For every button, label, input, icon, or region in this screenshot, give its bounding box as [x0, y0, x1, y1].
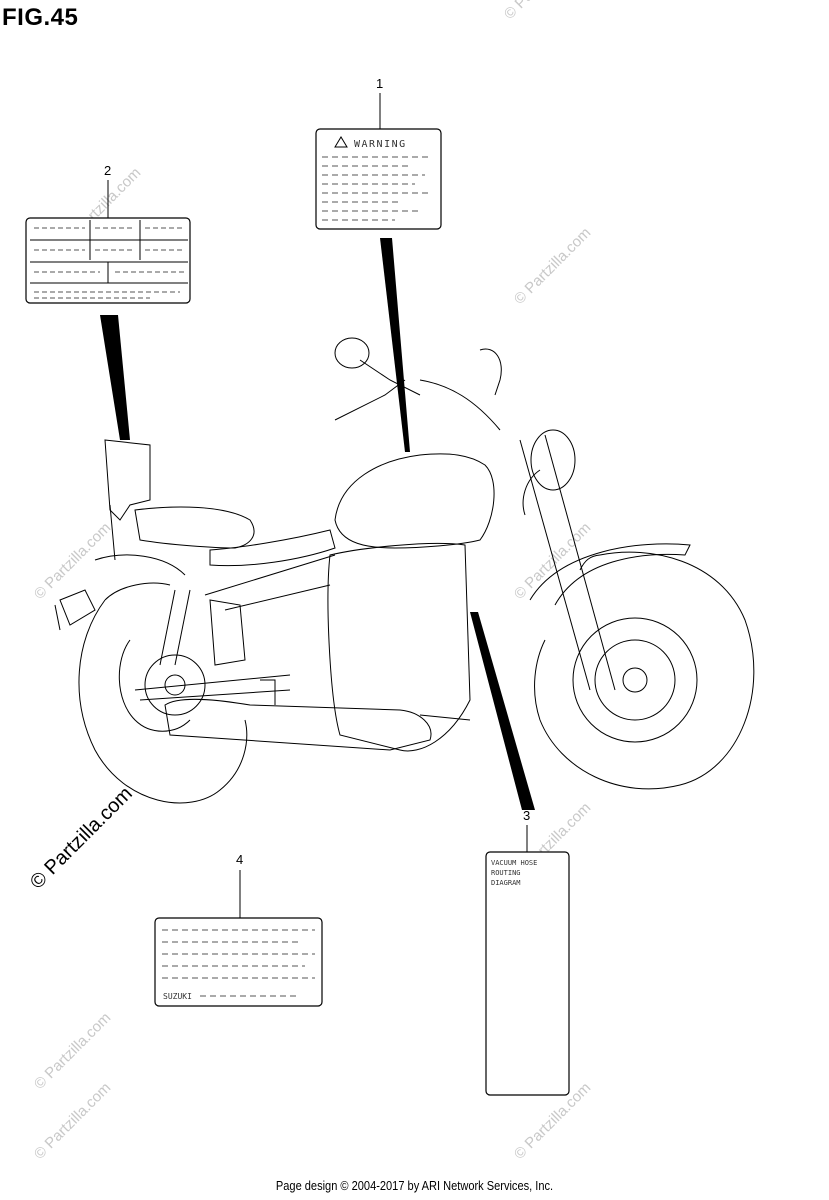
callout-1: 1 — [376, 76, 383, 91]
watermark: © Partzilla.com — [501, 0, 584, 23]
watermark: © Partzilla.com — [511, 224, 594, 307]
label-4-suzuki: SUZUKI 4 — [154, 852, 323, 1007]
figure-title: FIG.45 — [2, 4, 79, 31]
callout-4: 4 — [236, 852, 243, 867]
label-2-spec: 2 — [25, 163, 191, 440]
callout-2: 2 — [104, 163, 111, 178]
warning-heading: WARNING — [354, 139, 407, 150]
callout-3: 3 — [523, 808, 530, 823]
vacuum-hose-line-3: DIAGRAM — [491, 879, 521, 887]
vacuum-hose-line-2: ROUTING — [491, 869, 521, 877]
vacuum-hose-line-1: VACUUM HOSE — [491, 859, 537, 867]
warning-triangle-icon — [334, 136, 348, 148]
label-3-vacuum-hose: VACUUM HOSE ROUTING DIAGRAM 3 — [470, 612, 570, 1096]
brand-text: SUZUKI — [163, 992, 192, 1001]
motorcycle-outline — [54, 337, 755, 804]
watermark-large: © Partzilla.com — [26, 783, 137, 894]
watermark: © Partzilla.com — [511, 519, 594, 602]
footer-copyright: Page design © 2004-2017 by ARI Network S… — [275, 1178, 554, 1193]
label-1-warning: WARNING 1 — [315, 76, 442, 452]
watermark: © Partzilla.com — [31, 519, 114, 602]
